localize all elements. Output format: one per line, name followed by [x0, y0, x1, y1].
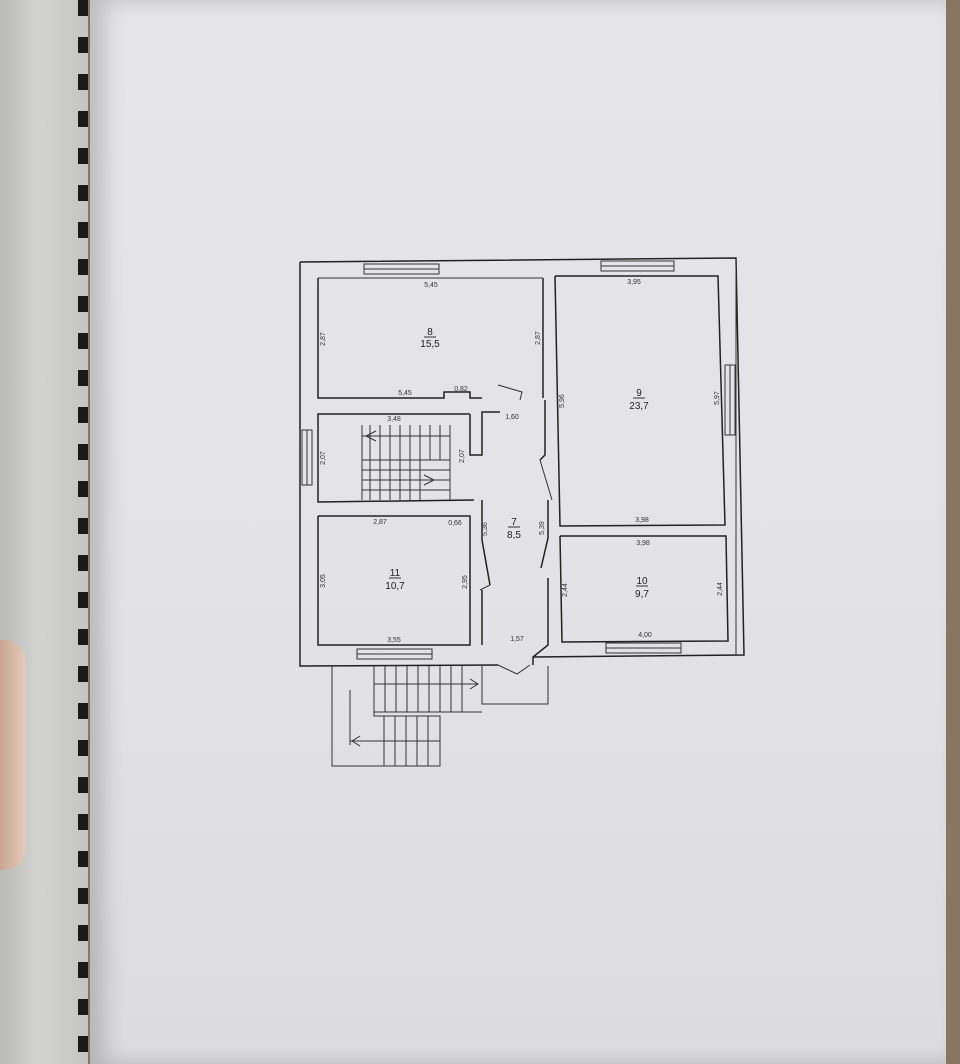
dim-r11-top: 2,87 — [373, 519, 387, 526]
dim-r8-left: 2,87 — [320, 332, 327, 346]
dim-r9-left: 5,96 — [559, 394, 566, 408]
left-page — [0, 0, 88, 1064]
dimension-labels: 5,45 2,87 2,87 5,45 0,82 3,95 5,96 5,97 … — [320, 279, 724, 644]
hand — [0, 640, 26, 870]
room-10-area: 9,7 — [635, 589, 649, 600]
room-8-area: 15,5 — [420, 339, 440, 350]
room-11 — [317, 515, 471, 646]
dim-r10-top: 3,98 — [636, 540, 650, 547]
dim-r11-top-small: 0,66 — [448, 520, 462, 527]
room-11-number: 11 — [390, 568, 401, 579]
dim-r10-left: 2,44 — [562, 583, 569, 597]
room-10 — [559, 535, 729, 643]
dim-stair-top: 3,48 — [387, 416, 401, 423]
dim-r8-right: 2,87 — [535, 331, 542, 345]
dim-r9-right: 5,97 — [714, 391, 721, 405]
room-8-number: 8 — [427, 327, 433, 338]
dim-hall-bottom: 1,57 — [510, 636, 524, 643]
dim-r8-bottom-small: 0,82 — [454, 386, 468, 393]
hall-walls — [479, 384, 553, 675]
room-9-number: 9 — [636, 388, 642, 399]
room-9-area: 23,7 — [629, 401, 649, 412]
dim-hall-top: 1,60 — [505, 414, 519, 421]
dim-hall-right: 5,39 — [539, 521, 546, 535]
dim-r11-left: 3,05 — [320, 574, 327, 588]
interior-stair — [361, 425, 451, 500]
room-11-area: 10,7 — [385, 581, 405, 592]
outer-walls — [299, 257, 745, 667]
room-9 — [554, 275, 726, 527]
windows — [301, 260, 736, 660]
paper-page — [90, 0, 946, 1064]
dim-stair-left: 2,07 — [320, 451, 327, 465]
dim-r9-top: 3,95 — [627, 279, 641, 286]
room-7-number: 7 — [511, 517, 517, 528]
dim-r10-bottom: 4,00 — [638, 632, 652, 639]
dim-r8-bottom: 5,45 — [398, 390, 412, 397]
dim-r8-top: 5,45 — [424, 282, 438, 289]
exterior-stair — [331, 666, 549, 767]
spiral-binding — [78, 0, 88, 1064]
dim-r10-right: 2,44 — [717, 582, 724, 596]
stair-room — [317, 411, 500, 503]
room-7-area: 8,5 — [507, 530, 521, 541]
dim-r11-right: 2,95 — [462, 575, 469, 589]
room-labels: 8 15,5 9 23,7 7 8,5 11 10,7 10 9,7 — [385, 327, 649, 600]
dim-hall-left: 5,36 — [482, 522, 489, 536]
dim-r11-bottom: 3,55 — [387, 637, 401, 644]
room-8 — [317, 278, 544, 399]
dim-r9-bottom: 3,98 — [635, 517, 649, 524]
dim-stair-right: 2,07 — [459, 449, 466, 463]
room-10-number: 10 — [636, 576, 648, 587]
